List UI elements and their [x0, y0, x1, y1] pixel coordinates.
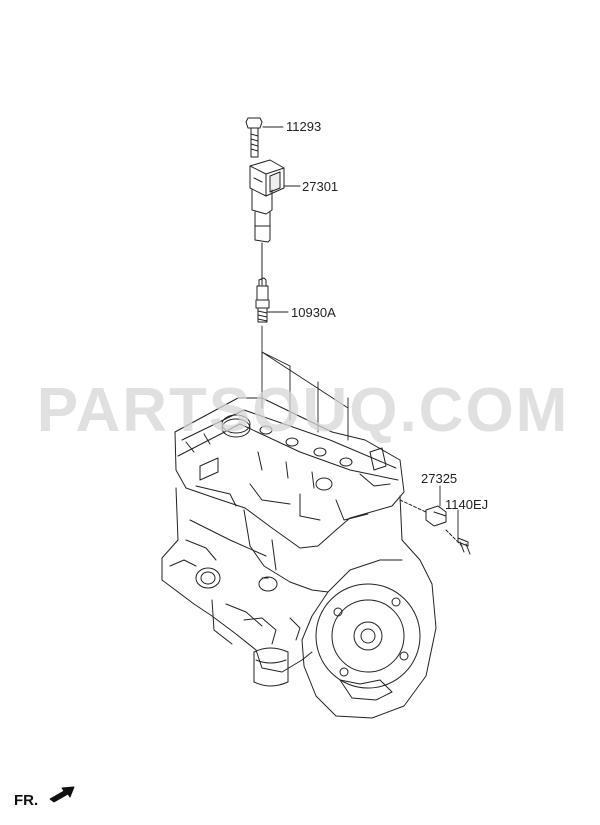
leader-lines	[262, 126, 459, 539]
sensor-drawing	[399, 499, 471, 555]
ignition-coil-27301-drawing	[249, 159, 285, 286]
engine-block-drawing	[161, 397, 437, 719]
part-number-10930A[interactable]: 10930A	[291, 305, 336, 320]
part-number-11293[interactable]: 11293	[286, 119, 322, 134]
part-number-1140EJ[interactable]: 1140EJ	[445, 497, 489, 512]
part-number-27325[interactable]: 27325	[421, 471, 458, 486]
part-number-27301[interactable]: 27301	[302, 179, 339, 194]
bolt-11293-drawing	[245, 117, 263, 158]
watermark-text: PARTSOUQ.COM	[36, 376, 570, 445]
guide-lines	[261, 325, 349, 441]
front-orientation-label: FR.	[14, 792, 39, 809]
spark-plug-10930A-drawing	[255, 277, 270, 323]
front-direction-arrow-icon	[49, 786, 75, 803]
